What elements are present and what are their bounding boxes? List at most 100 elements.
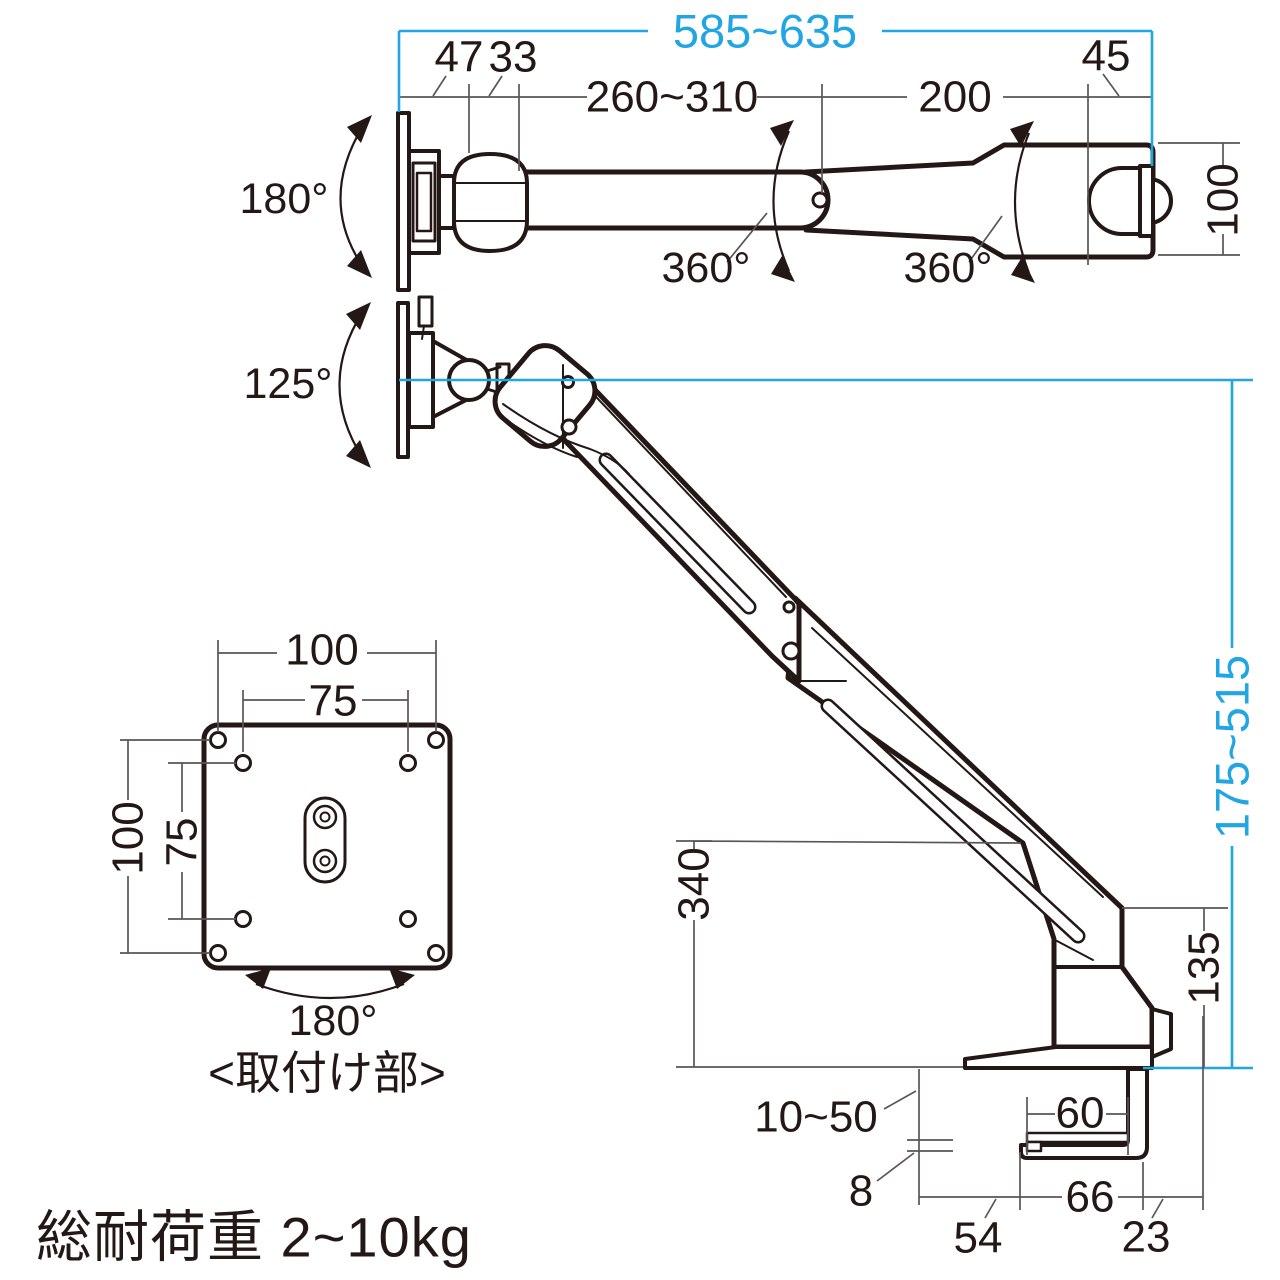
top-head-end-cap bbox=[1138, 164, 1155, 238]
vesa-dim-100-top bbox=[217, 640, 437, 732]
vesa-screw-top-center bbox=[319, 811, 331, 823]
mid-rotation-arc bbox=[772, 130, 791, 272]
vesa-hole-75-br bbox=[399, 910, 417, 928]
pad-width-dim bbox=[1026, 1097, 1129, 1155]
clamp-top-jaw bbox=[963, 1045, 1154, 1070]
top-wall-plate bbox=[396, 111, 411, 292]
clamp-pad-step bbox=[1025, 1140, 1043, 1153]
head-width-label: 100 bbox=[1199, 163, 1248, 236]
back-offset-label: 23 bbox=[1122, 1213, 1171, 1262]
vesa-hole-75-tl bbox=[234, 754, 252, 772]
upper-arm-inner-line bbox=[579, 379, 787, 598]
arm1-length-label: 260~310 bbox=[586, 73, 759, 122]
vesa-100h-label: 100 bbox=[104, 801, 153, 874]
arrow-down-icon bbox=[347, 250, 372, 278]
arrow-up-icon bbox=[770, 120, 794, 146]
side-view-labels: 125° 175~515 340 135 10~50 8 60 66 54 23 bbox=[244, 360, 1259, 1263]
vesa-dim-100-left bbox=[120, 739, 210, 954]
vesa-rotation-arc bbox=[255, 982, 405, 1000]
top-view-dimensions bbox=[339, 29, 1240, 283]
mid-joint-screw-small bbox=[782, 600, 796, 614]
clamp-bottom-dims bbox=[919, 1016, 1204, 1219]
vesa-100w-label: 100 bbox=[285, 626, 358, 675]
tilt-arc bbox=[338, 312, 363, 458]
wall-swivel-arc bbox=[339, 125, 364, 268]
upper-arm-slot-fill bbox=[601, 455, 754, 612]
arrow-right-icon bbox=[389, 968, 415, 989]
pad-width-label: 60 bbox=[1056, 1089, 1105, 1138]
desk-thickness-label: 10~50 bbox=[754, 1093, 878, 1142]
top-mid-joint-hole bbox=[811, 191, 829, 209]
vesa-75w-label: 75 bbox=[309, 677, 358, 726]
top-leader-lines bbox=[432, 73, 1120, 97]
top-pivot-cap bbox=[452, 152, 529, 253]
wall-swivel-label: 180° bbox=[240, 175, 329, 223]
arm2-length-label: 200 bbox=[918, 73, 991, 122]
clamp-side-knob bbox=[1150, 1007, 1173, 1059]
arrow-up-icon bbox=[347, 115, 372, 143]
vesa-hole-75-tr bbox=[399, 754, 417, 772]
arrow-down-icon bbox=[771, 256, 795, 282]
arrow-up-icon bbox=[346, 302, 371, 330]
vesa-screw-bottom-center bbox=[319, 855, 331, 867]
vesa-dimensions bbox=[120, 640, 437, 1000]
top-arm-segment2 bbox=[803, 142, 1156, 260]
shoulder-cable-curve2 bbox=[504, 418, 578, 458]
vesa-caption: <取付け部> bbox=[208, 1047, 446, 1099]
vesa-75h-label: 75 bbox=[158, 818, 207, 867]
top-head-inner-plate bbox=[1087, 166, 1142, 236]
top-wall-bracket-inner bbox=[411, 161, 437, 243]
vesa-dim-75-left bbox=[168, 762, 236, 920]
arrow-down-icon bbox=[346, 440, 371, 468]
shoulder-screw-lower bbox=[560, 418, 578, 436]
end-rotation-label: 360° bbox=[904, 244, 993, 292]
jaw-depth-label: 66 bbox=[1066, 1173, 1115, 1222]
reach-under-label: 54 bbox=[954, 1214, 1003, 1263]
mid-rotation-label: 360° bbox=[662, 244, 751, 292]
tilt-range-label: 125° bbox=[244, 360, 333, 408]
elbow-detail-line bbox=[1056, 940, 1094, 961]
mid-joint-screw-large bbox=[781, 641, 801, 661]
vesa-view: 100 75 100 75 180° <取付け部> bbox=[104, 626, 453, 1100]
vesa-dim-75-top bbox=[242, 690, 409, 752]
desk-thickness-dim bbox=[883, 1069, 920, 1205]
top-overall-dim-line bbox=[397, 29, 1154, 166]
end-rotation-arc bbox=[1013, 132, 1031, 274]
top-arm-segment1 bbox=[491, 169, 831, 231]
side-forearm bbox=[785, 595, 1155, 1050]
vesa-hole-100-br bbox=[427, 944, 445, 962]
forearm-inner-line bbox=[811, 627, 1104, 898]
vesa-hole-100-bl bbox=[209, 944, 227, 962]
top-view-labels: 585~635 47 33 260~310 200 45 100 180° 36… bbox=[240, 5, 1248, 293]
side-view-dimensions bbox=[338, 302, 1253, 1219]
cable-clip bbox=[417, 295, 434, 328]
elbow-height-label: 340 bbox=[670, 847, 719, 920]
arrow-up-icon bbox=[1010, 121, 1034, 147]
wall-offset-label: 47 bbox=[435, 33, 484, 82]
side-view-arm-drawing bbox=[396, 295, 1173, 1160]
pad-thickness-label: 8 bbox=[849, 1167, 873, 1216]
vesa-rotation-label: 180° bbox=[289, 997, 378, 1045]
side-view: 125° 175~515 340 135 10~50 8 60 66 54 23 bbox=[244, 295, 1259, 1263]
vesa-hole-75-bl bbox=[234, 910, 252, 928]
shoulder-screw-upper bbox=[561, 375, 575, 389]
arrow-down-icon bbox=[1011, 257, 1035, 283]
vesa-labels: 100 75 100 75 180° <取付け部> bbox=[104, 626, 446, 1100]
head-length-label: 45 bbox=[1082, 32, 1131, 81]
top-wall-bracket-inner2 bbox=[415, 171, 433, 233]
pad-thickness-dim bbox=[876, 1139, 953, 1182]
forearm-slot-fill bbox=[823, 701, 1083, 941]
vesa-hole-100-tl bbox=[209, 731, 227, 749]
height-range-label: 175~515 bbox=[1206, 655, 1259, 839]
clamp-height-dim bbox=[1122, 907, 1228, 1068]
top-view: 585~635 47 33 260~310 200 45 100 180° 36… bbox=[240, 5, 1248, 293]
end-rotation-leader bbox=[968, 215, 1003, 263]
vesa-drawing bbox=[201, 722, 453, 971]
vesa-hole-100-tr bbox=[427, 731, 445, 749]
height-range-dim-line bbox=[399, 378, 1253, 1070]
top-extension-lines bbox=[468, 84, 1089, 265]
hinge-offset-label: 33 bbox=[489, 33, 538, 82]
clamp-height-label: 135 bbox=[1180, 931, 1229, 1004]
